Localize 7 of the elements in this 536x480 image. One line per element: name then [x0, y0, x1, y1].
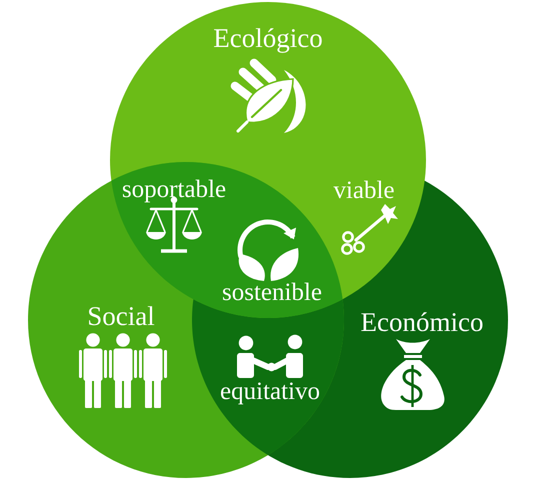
circle-title: Ecológico: [214, 28, 322, 53]
circle-title: Social: [89, 306, 154, 326]
overlap-label: soportable: [122, 180, 226, 202]
circle-title: Económico: [361, 312, 482, 332]
overlap-label: sostenible: [223, 282, 322, 300]
overlap-label: equitativo: [220, 382, 320, 404]
overlap-label: viable: [333, 180, 394, 198]
